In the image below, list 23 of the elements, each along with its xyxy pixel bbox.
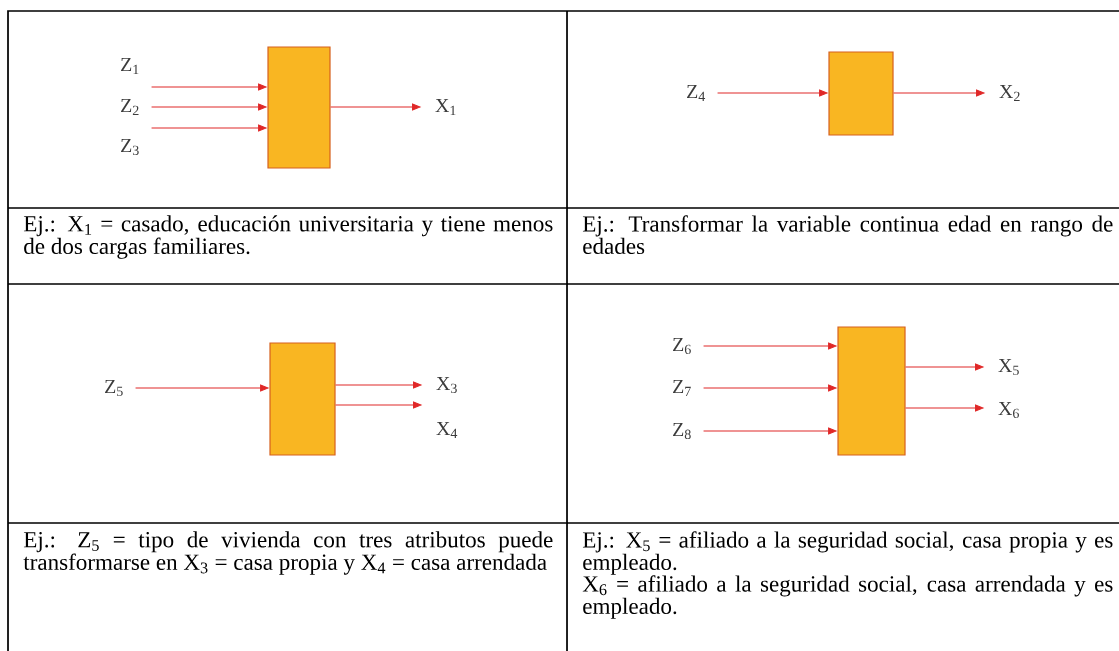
process-box: [269, 342, 336, 456]
cell-text: Ej.: Transformar la variable continua edad en rango de edades: [582, 215, 1113, 255]
cell-text: X$_{6}$ = afiliado a la seguridad social, casa arrendada y es empleado.: [582, 575, 1113, 619]
process-box: [828, 51, 894, 136]
variable-label: Z$_{1}$: [121, 58, 139, 74]
variable-label: X$_{6}$: [998, 401, 1019, 419]
variable-label: X$_{3}$: [436, 376, 457, 394]
variable-label: X$_{1}$: [435, 99, 456, 115]
cell-text: Ej.: X$_{5}$ = afiliado a la seguridad social, casa propia y es empleado.: [582, 531, 1113, 575]
variable-label: Z$_{4}$: [687, 85, 706, 101]
cell-text: Ej.: X$_{1}$ = casado, educación universitaria y tiene menos de dos cargas familiares.: [23, 215, 553, 259]
variable-label: X$_{4}$: [436, 422, 458, 438]
process-box: [837, 326, 906, 456]
variable-label: Z$_{5}$: [105, 379, 123, 397]
variable-label: X$_{2}$: [999, 85, 1020, 101]
cell-text: Ej.: Z$_{5}$ = tipo de vivienda con tres atributos puede transformarse en X$_{3}$ = casa propia y X$_{4}$ = casa arrendada: [23, 531, 553, 575]
variable-label: Z$_{6}$: [673, 337, 691, 355]
variable-label: X$_{5}$: [998, 358, 1019, 376]
variable-label: Z$_{3}$: [121, 138, 139, 156]
variable-label: Z$_{8}$: [673, 422, 691, 440]
variable-label: Z$_{2}$: [121, 99, 139, 115]
variable-label: Z$_{7}$: [673, 380, 691, 396]
process-box: [267, 46, 331, 169]
